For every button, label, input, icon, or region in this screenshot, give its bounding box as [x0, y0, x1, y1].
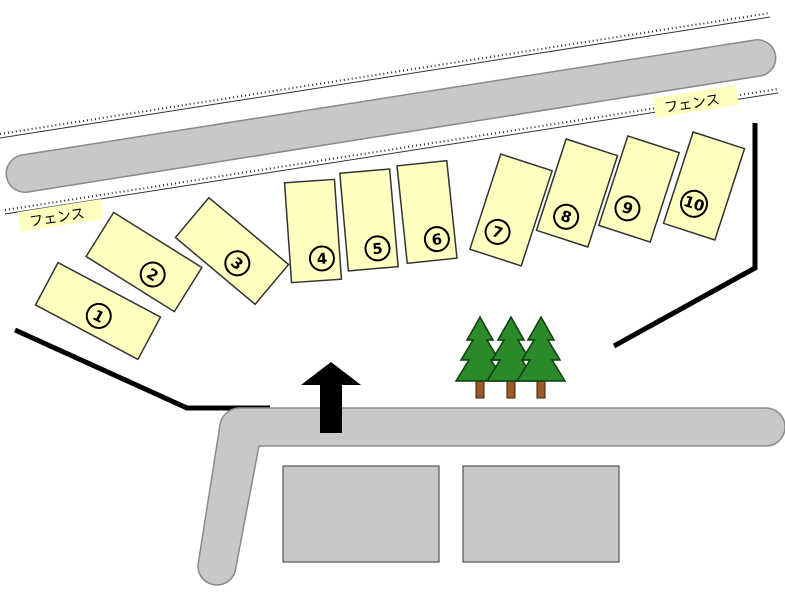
svg-text:4: 4 [316, 250, 328, 269]
parking-spot-6: 6 [396, 159, 458, 265]
pine-tree-icon [454, 315, 567, 399]
parking-spot-2: 2 [85, 211, 203, 313]
building-left [282, 465, 440, 563]
parking-spot-9: 9 [597, 135, 681, 243]
railway-bottom [4, 88, 779, 215]
right-wall [612, 123, 758, 349]
parking-spot-7: 7 [468, 153, 554, 267]
fence-label-left: フェンス [17, 199, 104, 232]
lower-road [197, 407, 785, 586]
building-right [462, 465, 620, 563]
svg-text:5: 5 [372, 239, 384, 258]
upper-road [5, 39, 777, 193]
parking-spot-10: 10 [662, 131, 746, 241]
parking-spot-5: 5 [339, 168, 399, 272]
svg-text:6: 6 [431, 230, 443, 249]
parking-spot-1: 1 [34, 261, 162, 361]
railway-top [0, 12, 771, 139]
up-arrow-icon [301, 362, 361, 433]
parking-spot-8: 8 [535, 138, 619, 248]
fence-label-top-right: フェンス [652, 85, 739, 118]
parking-spot-4: 4 [283, 178, 343, 284]
svg-text:10: 10 [681, 192, 706, 216]
parking-spot-3: 3 [174, 196, 290, 306]
